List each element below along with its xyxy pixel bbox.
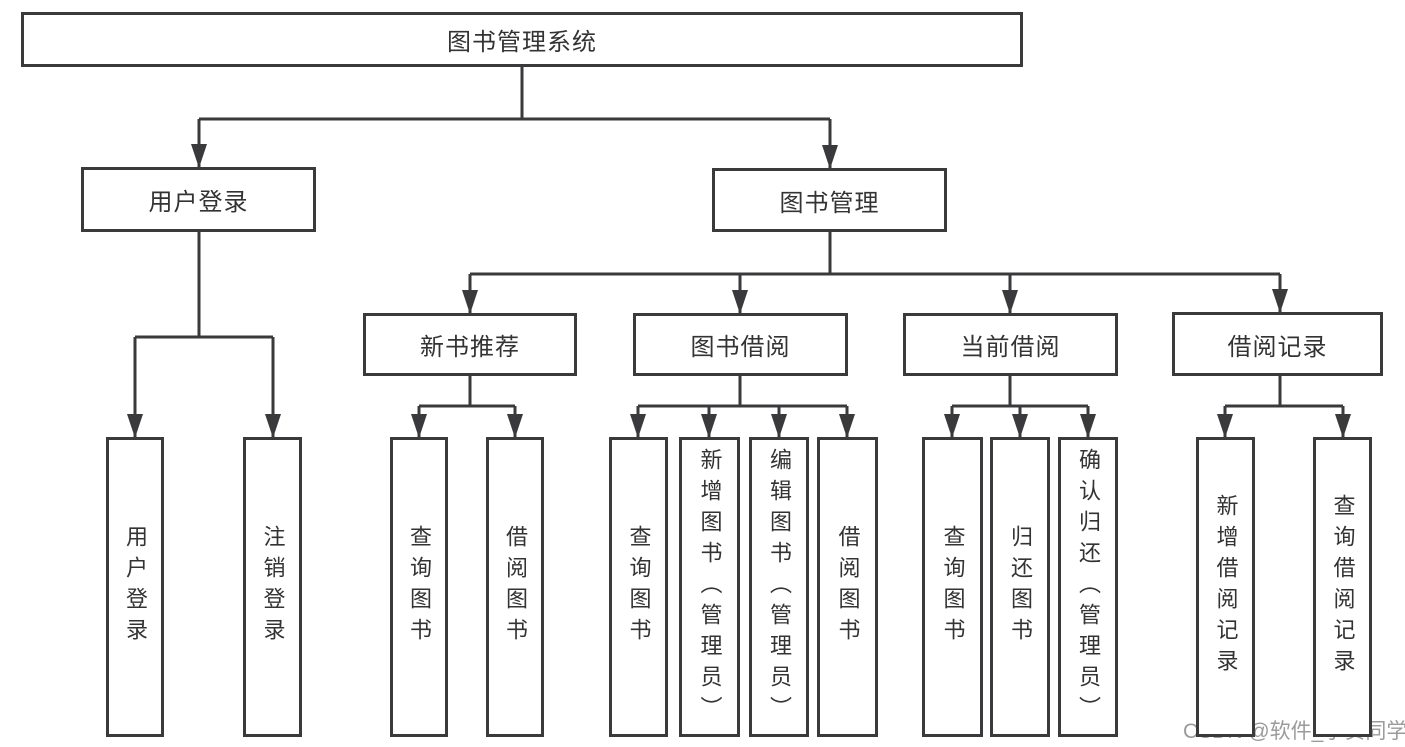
leaf-edit-book-admin: 编辑图书（管理员）	[749, 437, 809, 737]
leaf-query-books-borrow: 查询图书	[609, 437, 668, 737]
leaf-user-login: 用户登录	[106, 437, 164, 737]
leaf-confirm-return-admin: 确认归还（管理员）	[1058, 437, 1118, 737]
leaf-query-books-recommend: 查询图书	[390, 437, 448, 737]
connector-borrow-records-children	[1225, 376, 1343, 408]
connector-user-login-children	[135, 232, 273, 339]
connector-new-book-recommend-children	[419, 376, 515, 408]
connector-book-borrow-children	[638, 376, 847, 408]
connector-book-management-children	[470, 232, 1280, 276]
leaf-return-book: 归还图书	[990, 437, 1050, 737]
leaf-borrow-books-recommend: 借阅图书	[486, 437, 544, 737]
leaf-add-book-admin: 新增图书（管理员）	[679, 437, 740, 737]
leaf-query-borrow-record: 查询借阅记录	[1313, 437, 1372, 737]
node-current-borrow: 当前借阅	[903, 313, 1118, 376]
leaf-add-borrow-record: 新增借阅记录	[1196, 437, 1255, 737]
leaf-query-books-current: 查询图书	[922, 437, 983, 737]
connector-root-to-level1	[199, 67, 830, 121]
node-new-book-recommend: 新书推荐	[363, 313, 577, 376]
node-library-management-system: 图书管理系统	[21, 12, 1023, 67]
node-book-borrow: 图书借阅	[633, 313, 848, 376]
node-book-management: 图书管理	[712, 168, 947, 232]
leaf-borrow-books: 借阅图书	[817, 437, 878, 737]
node-user-login: 用户登录	[81, 167, 316, 232]
leaf-logout: 注销登录	[243, 437, 302, 737]
connector-current-borrow-children	[952, 376, 1088, 408]
node-borrow-records: 借阅记录	[1172, 312, 1383, 376]
